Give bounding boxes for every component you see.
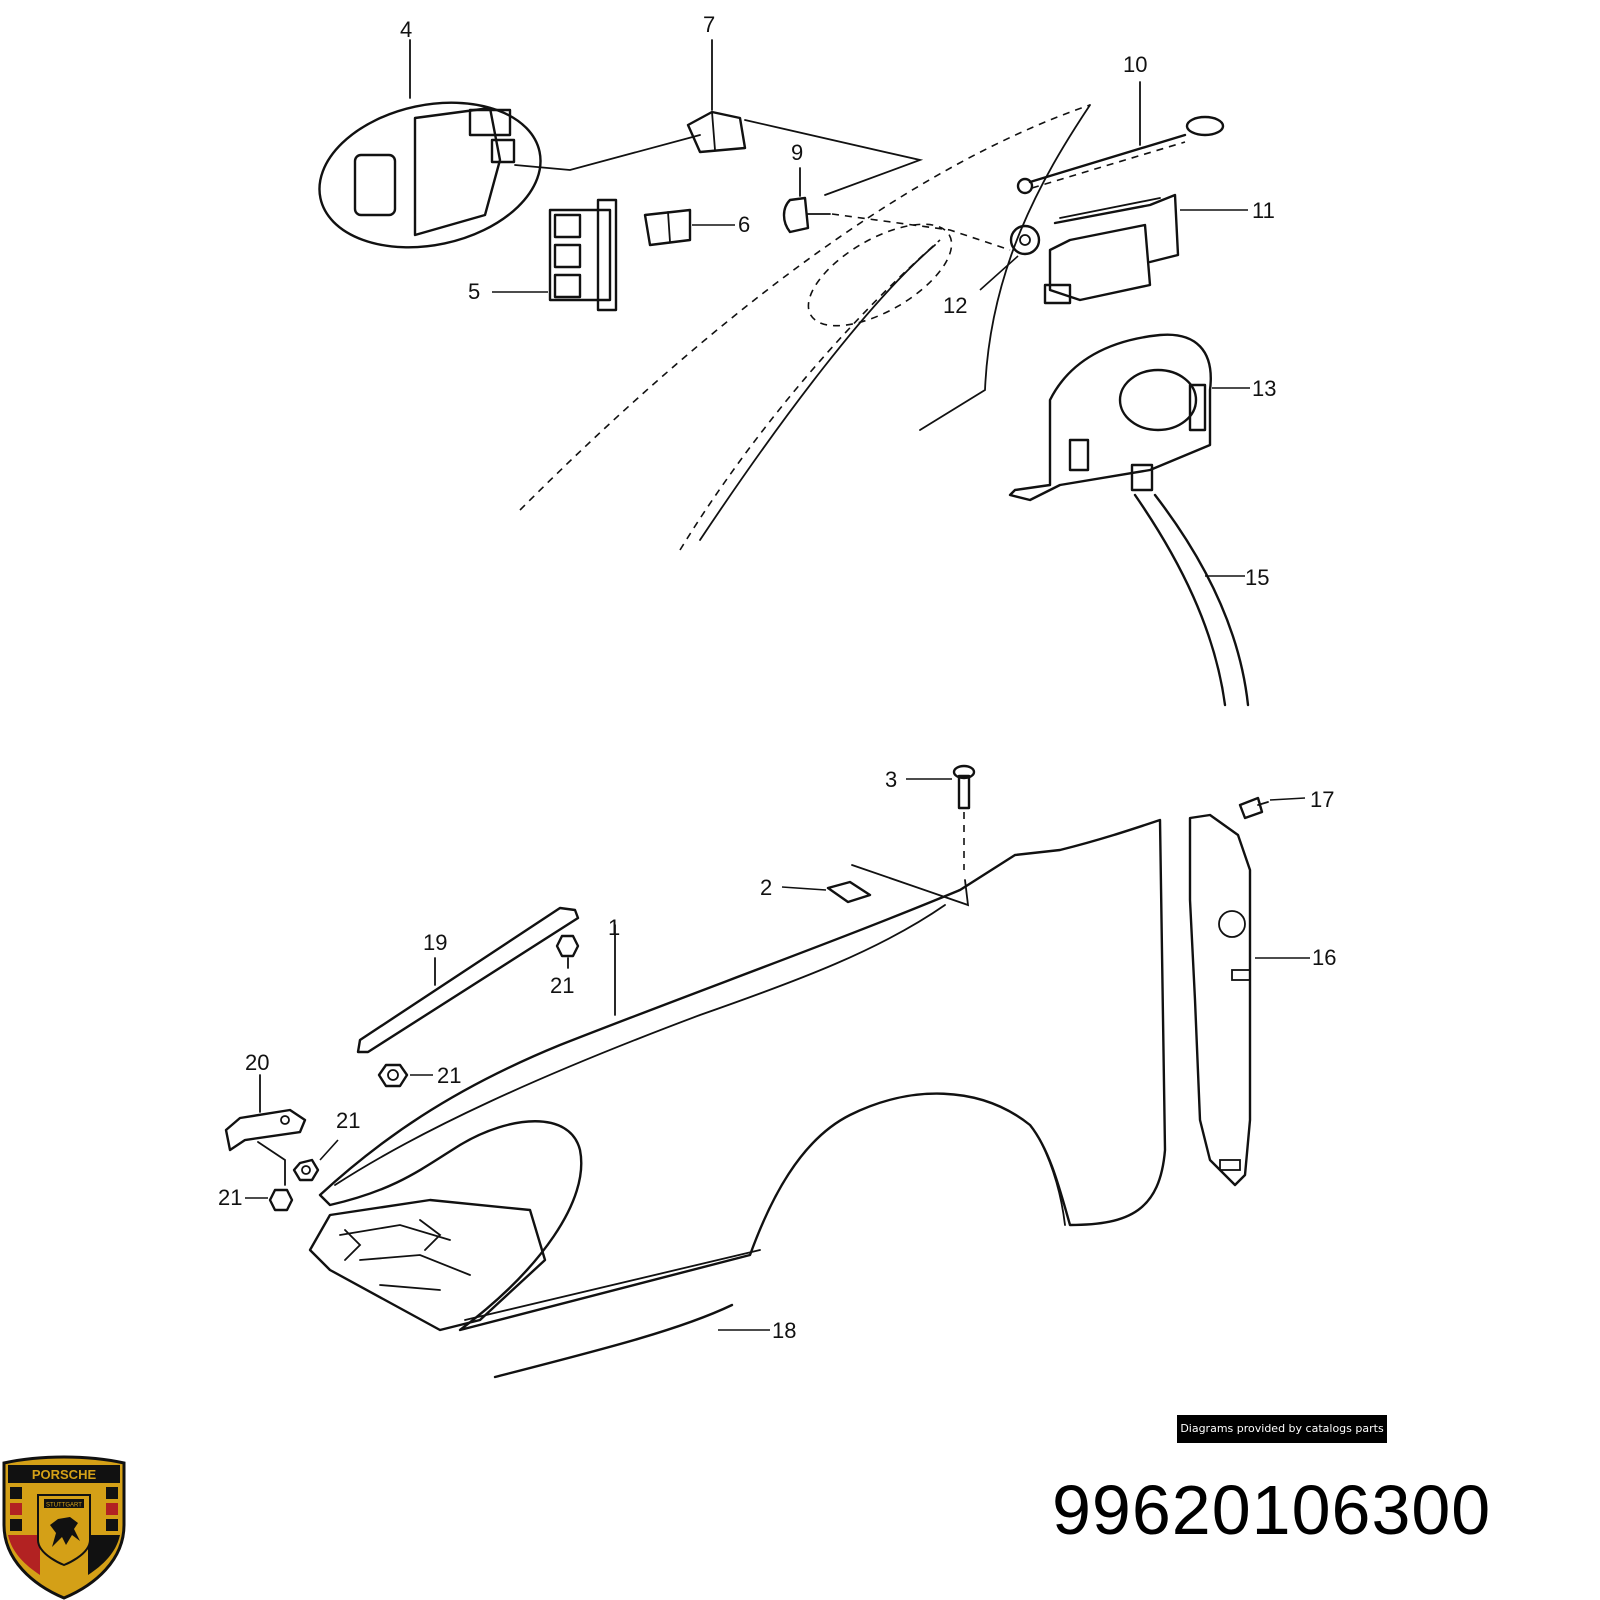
nut-part-21-a: [555, 934, 580, 958]
nut-plate-part-2: [826, 880, 872, 904]
assembly-line-9: [831, 213, 1011, 251]
release-cable: [679, 239, 941, 551]
callout-12: 12: [943, 293, 967, 318]
assembly-plane-7: [744, 119, 924, 196]
crest-wordmark: PORSCHE: [32, 1467, 97, 1482]
seal-strip-part-16: [1188, 813, 1252, 1187]
callout-7: 7: [703, 12, 715, 37]
filler-housing-part-13: [1008, 333, 1212, 502]
leader-12: [979, 255, 1019, 291]
actuator-part-11: [1043, 193, 1180, 305]
callout-19: 19: [423, 930, 447, 955]
hinge-part-5: [548, 198, 618, 312]
support-strip-part-19: [356, 906, 580, 1054]
clip-part-6: [643, 208, 692, 247]
filler-opening-outline: [807, 223, 953, 327]
nut-part-21-d: [268, 1188, 294, 1212]
screw-part-3: [952, 764, 976, 810]
fender-part-1: [308, 818, 1167, 1332]
crest-city: STUTTGART: [46, 1503, 82, 1509]
callout-6: 6: [738, 212, 750, 237]
callout-18: 18: [772, 1318, 796, 1343]
callout-10: 10: [1123, 52, 1147, 77]
callout-4: 4: [400, 17, 412, 42]
leader-21-c: [319, 1139, 339, 1161]
porsche-crest-icon: PORSCHE STUTTGART: [2, 1455, 126, 1600]
bracket-part-20: [224, 1108, 307, 1152]
assembly-line-7: [514, 134, 701, 171]
grommet-part-12: [1009, 224, 1041, 256]
credit-banner: Diagrams provided by catalogs parts: [1177, 1415, 1387, 1443]
nut-part-21-c: [292, 1158, 320, 1182]
plunger-part-9: [782, 196, 831, 234]
trim-strip-part-18: [493, 1303, 734, 1379]
bump-stop-part-7: [686, 110, 747, 154]
callout-11: 11: [1252, 198, 1275, 223]
callout-16: 16: [1312, 945, 1336, 970]
fuel-door-cover-part-4: [318, 101, 542, 249]
leader-2: [781, 886, 827, 891]
nut-part-21-b: [377, 1063, 409, 1088]
release-cable-solid: [699, 244, 936, 541]
callout-21-c: 21: [336, 1108, 360, 1133]
callout-15: 15: [1245, 565, 1269, 590]
callout-1: 1: [608, 915, 620, 940]
body-outline-curve: [519, 104, 1091, 511]
clip-part-17: [1238, 796, 1269, 820]
assembly-line-2: [851, 864, 970, 907]
body-edge-line: [919, 104, 1091, 431]
callout-9: 9: [791, 140, 803, 165]
tether-part-10: [1016, 115, 1225, 195]
callout-5: 5: [468, 279, 480, 304]
callout-21-a: 21: [550, 973, 574, 998]
callout-2: 2: [760, 875, 772, 900]
part-number: 99620106300: [1052, 1471, 1492, 1549]
callout-20: 20: [245, 1050, 269, 1075]
callout-21-b: 21: [437, 1063, 461, 1088]
callout-17: 17: [1310, 787, 1334, 812]
callout-13: 13: [1252, 376, 1276, 401]
callout-21-d: 21: [218, 1185, 242, 1210]
drain-hose-part-15: [1130, 463, 1250, 707]
leader-17: [1269, 797, 1306, 801]
callout-3: 3: [885, 767, 897, 792]
assembly-line-20: [257, 1141, 286, 1186]
